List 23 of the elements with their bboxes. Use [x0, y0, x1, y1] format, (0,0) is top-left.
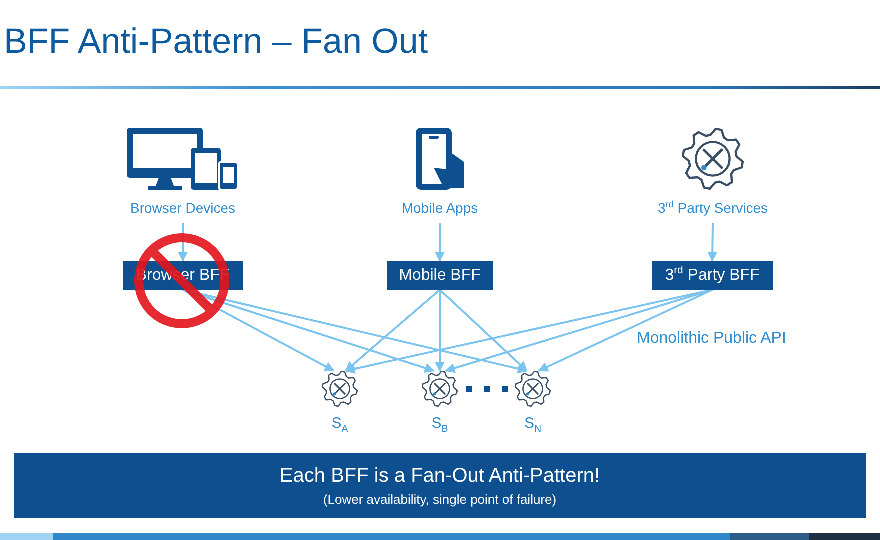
banner-note: (Lower availability, single point of failure): [323, 492, 557, 506]
summary-banner: [14, 453, 866, 518]
slide-title: BFF Anti-Pattern – Fan Out: [4, 22, 428, 62]
banner-heading: Each BFF is a Fan-Out Anti-Pattern!: [280, 464, 600, 488]
source-label: 3$^{rd}$ Party Services: [658, 200, 768, 216]
arrow: [538, 289, 713, 372]
arrow: [182, 289, 528, 374]
arrow: [439, 289, 528, 372]
arrow: [182, 289, 435, 373]
bff-box: [387, 261, 493, 290]
bff-box: [652, 261, 773, 290]
source-label: Mobile Apps: [402, 200, 478, 216]
service-label: S$_{B}$: [432, 415, 448, 432]
bff-label: Mobile BFF: [399, 266, 481, 284]
api-label: Monolithic Public API: [637, 330, 786, 348]
bff-label: 3$^{rd}$ Party BFF: [665, 266, 760, 284]
service-label: S$_{A}$: [332, 415, 348, 432]
arrow: [708, 222, 718, 262]
arrow: [435, 223, 445, 262]
arrow: [345, 289, 441, 372]
arrow: [435, 290, 445, 372]
source-label: Browser Devices: [130, 200, 236, 216]
service-label: S$_{N}$: [524, 415, 542, 432]
